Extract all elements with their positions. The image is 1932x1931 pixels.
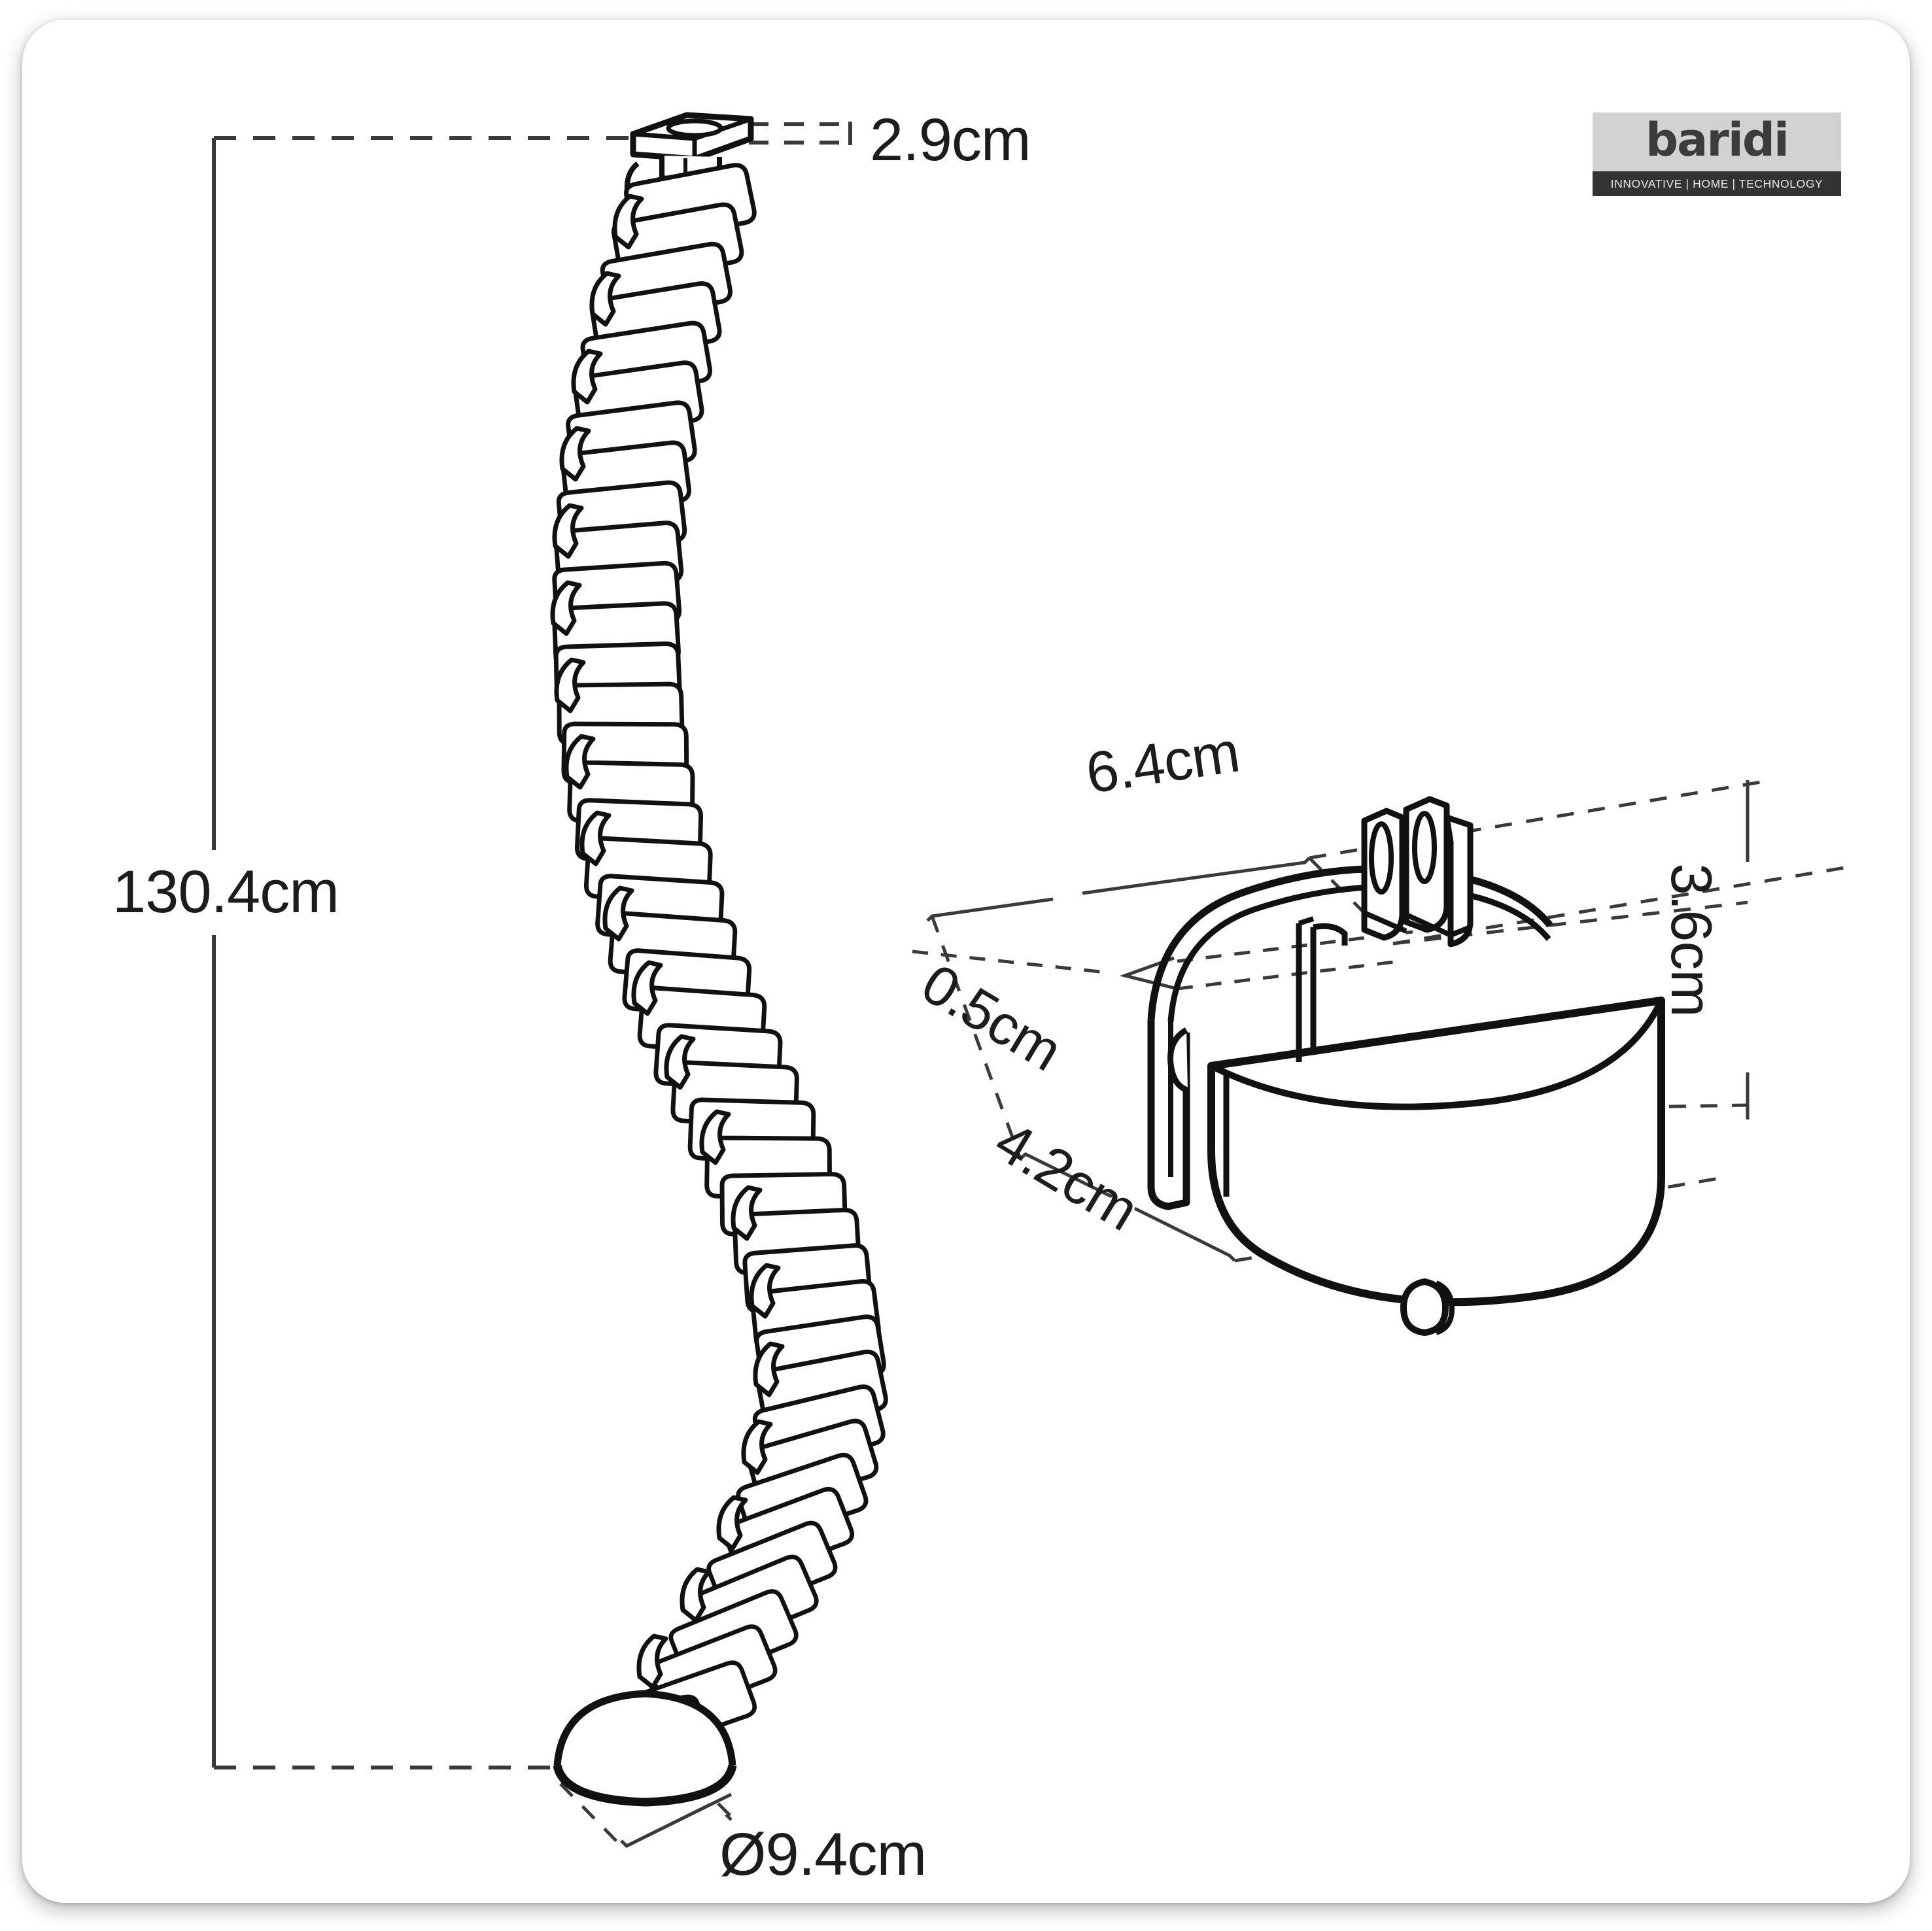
drawing-sheet xyxy=(22,20,1910,1903)
height-dimension-lines xyxy=(212,136,719,1769)
cable-clip-drawing xyxy=(1147,796,1665,1337)
cable-spine-drawing xyxy=(550,112,888,1807)
dimension-label-spine-height: 130.4cm xyxy=(112,859,339,925)
brand-tagline: INNOVATIVE | HOME | TECHNOLOGY xyxy=(1610,177,1823,190)
clip-mounting-tabs xyxy=(1361,796,1474,948)
brand-tagline-bar: INNOVATIVE | HOME | TECHNOLOGY xyxy=(1593,171,1841,196)
dimension-label-base-diameter: Ø9.4cm xyxy=(719,1821,927,1888)
dimension-label-clip-height: 3.6cm xyxy=(1659,863,1724,1017)
brand-wordmark: baridi xyxy=(1646,113,1789,167)
spine-base xyxy=(553,1690,737,1807)
spine-hinge-tabs xyxy=(550,194,785,1690)
brand-logo: baridi INNOVATIVE | HOME | TECHNOLOGY xyxy=(1593,112,1841,196)
dimension-label-spine-top-width: 2.9cm xyxy=(870,107,1031,173)
top-width-dimension-lines xyxy=(749,122,852,145)
